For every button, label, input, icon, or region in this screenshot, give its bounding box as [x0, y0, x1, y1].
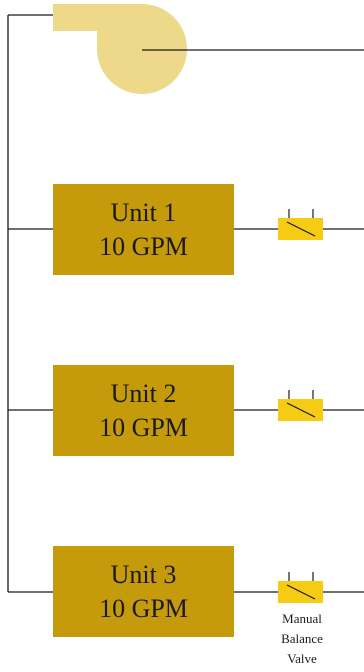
valve-label-line-3: Valve [287, 651, 317, 666]
manual-balance-valve-icon [278, 572, 323, 603]
manual-balance-valve-icon [278, 209, 323, 240]
unit-1-name: Unit 1 [110, 197, 177, 227]
unit-1-flow: 10 GPM [99, 231, 188, 261]
unit-1-box: Unit 1 10 GPM [53, 184, 234, 275]
pump-icon [53, 4, 364, 94]
manual-balance-valve-icon [278, 390, 323, 421]
unit-3-flow: 10 GPM [99, 593, 188, 623]
unit-2-flow: 10 GPM [99, 412, 188, 442]
unit-2-name: Unit 2 [110, 378, 177, 408]
unit-3-box: Unit 3 10 GPM [53, 546, 234, 637]
unit-2-box: Unit 2 10 GPM [53, 365, 234, 456]
supply-header [7, 14, 53, 592]
unit-3-name: Unit 3 [110, 559, 177, 589]
pump-body [53, 4, 187, 94]
manual-balance-valve-label: Manual Balance Valve [262, 609, 342, 669]
valve-label-line-1: Manual [282, 611, 322, 626]
valve-label-line-2: Balance [281, 631, 323, 646]
